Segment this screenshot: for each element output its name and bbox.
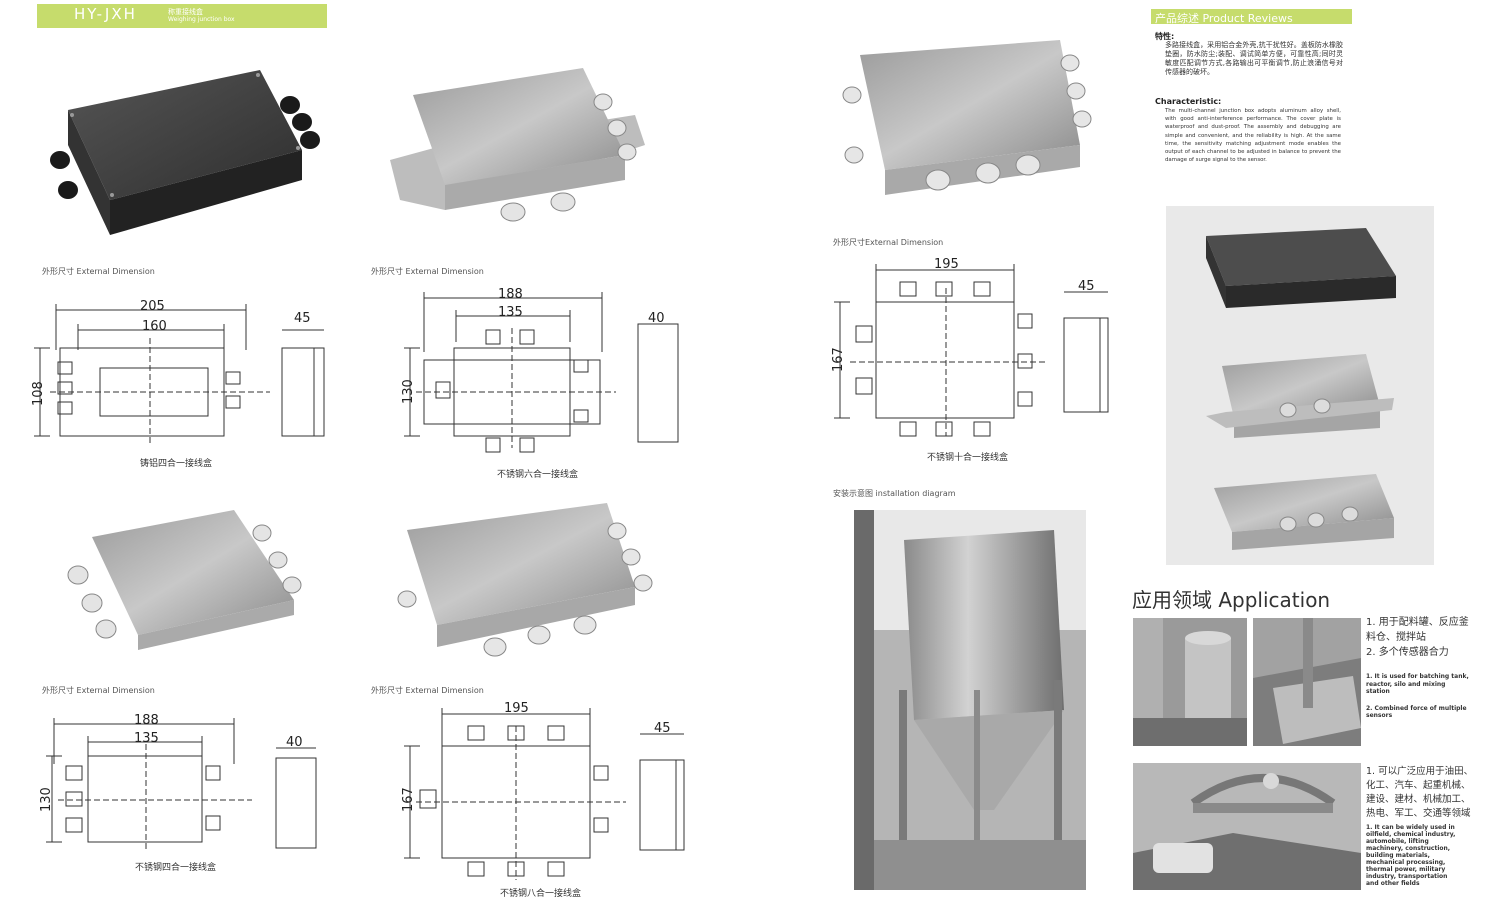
app-item-en: building materials, [1366,852,1430,859]
app-item-en: sensors [1366,712,1393,719]
app-item-cn: 2. 多个传感器合力 [1366,647,1449,658]
dim-width-outer: 188 [134,713,159,728]
dim-height: 130 [39,787,54,812]
features-heading: 特性: [1155,32,1175,41]
dim-width-outer: 195 [934,257,959,272]
app-item-en: thermal power, military [1366,866,1446,873]
product-photo-stainless-4 [67,510,302,650]
app-item-en: machinery, construction, [1366,845,1451,852]
app-item-en: station [1366,688,1390,695]
dim-width-inner: 160 [142,319,167,334]
drawing-stainless-6: 188 135 130 40 [401,287,679,453]
features-text-cn: 多路接线盒，采用铝合金外壳,抗干扰性好。盖板防水橡胶垫圈，防水防尘;装配、调试简… [1165,41,1343,76]
header-title-cn: 称重接线盒 [168,8,203,16]
caption-stainless-8: 不锈钢八合一接线盒 [500,889,582,899]
header-code: HY-JXH [74,5,137,23]
dimension-label-2: 外形尺寸 External Dimension [371,267,484,276]
drawing-stainless-4: 188 135 130 40 [39,713,317,852]
dim-width-inner: 135 [498,305,523,320]
app-item-cn: 热电、军工、交通等领域 [1366,808,1471,819]
app-item-en: 1. It can be widely used in [1366,824,1455,831]
install-photo-silo [854,510,1086,890]
dim-depth: 45 [654,721,671,736]
app-item-en: industry, transportation [1366,873,1448,880]
characteristic-text-en: The multi-channel junction box adopts al… [1165,108,1341,164]
header-bar [37,4,327,28]
app-item-cn: 1. 用于配料罐、反应釜 [1366,617,1469,628]
application-list-cn-2: 1. 可以广泛应用于油田、 化工、汽车、起重机械、 建设、建材、机械加工、 热电… [1366,765,1473,821]
caption-stainless-4: 不锈钢四合一接线盒 [135,863,217,873]
drawing-aluminum-4: 205 160 108 45 [31,299,325,446]
dimension-label-4: 外形尺寸 External Dimension [42,686,155,695]
review-bar [1151,9,1352,24]
app-item-cn: 建设、建材、机械加工、 [1366,794,1471,805]
dim-height: 130 [401,379,416,404]
app-item-en: oilfield, chemical industry, [1366,831,1456,838]
product-collage [1166,206,1434,565]
application-photo-tank [1133,618,1247,746]
dim-width-outer: 195 [504,701,529,716]
dim-height: 167 [831,347,846,372]
app-item-en: 2. Combined force of multiple [1366,704,1467,712]
dimension-label-5: 外形尺寸 External Dimension [371,686,484,695]
characteristic-heading: Characteristic: [1155,97,1222,106]
product-photo-aluminum-4 [50,70,320,235]
dimension-label-3: 外形尺寸External Dimension [833,238,944,247]
dim-width-outer: 205 [140,299,165,314]
product-photo-stainless-8 [397,503,653,657]
caption-aluminum-4: 铸铝四合一接线盒 [140,459,213,469]
dim-width-inner: 135 [134,731,159,746]
dimension-label-1: 外形尺寸 External Dimension [42,267,155,276]
app-item-en: automobile, lifting [1366,838,1429,845]
install-label: 安装示意图 installation diagram [833,489,956,498]
dim-depth: 40 [648,311,665,326]
drawing-stainless-10: 195 167 45 [831,257,1109,437]
app-item-cn: 料仓、搅拌站 [1366,632,1426,643]
app-item-en: mechanical processing, [1366,859,1446,866]
app-item-en: and other fields [1366,880,1420,887]
dim-depth: 45 [294,311,311,326]
dim-height: 108 [31,381,46,406]
application-list-en-2: 1. It can be widely used in oilfield, ch… [1366,824,1455,887]
app-item-cn: 化工、汽车、起重机械、 [1366,780,1471,791]
app-item-en: 1. It is used for batching tank, [1366,673,1469,680]
product-photo-stainless-10 [842,40,1092,195]
application-photo-toll [1133,763,1361,890]
dim-depth: 40 [286,735,303,750]
dim-depth: 45 [1078,279,1095,294]
app-item-cn: 1. 可以广泛应用于油田、 [1366,766,1474,777]
dim-height: 167 [401,787,416,812]
header-title-en: Weighing junction box [168,16,235,23]
product-photo-stainless-6 [390,68,645,222]
caption-stainless-10: 不锈钢十合一接线盒 [927,453,1009,463]
drawing-stainless-8: 195 167 45 [401,701,685,880]
dim-width-outer: 188 [498,287,523,302]
application-photo-scale [1253,618,1361,746]
application-list-cn-1: 1. 用于配料罐、反应釜 料仓、搅拌站 2. 多个传感器合力 [1366,615,1469,660]
application-list-en-1: 1. It is used for batching tank, reactor… [1366,673,1469,720]
caption-stainless-6: 不锈钢六合一接线盒 [497,470,579,480]
application-title: 应用领域 Application [1132,588,1331,612]
review-title: 产品综述 Product Reviews [1155,12,1293,25]
app-item-en: reactor, silo and mixing [1366,680,1446,688]
